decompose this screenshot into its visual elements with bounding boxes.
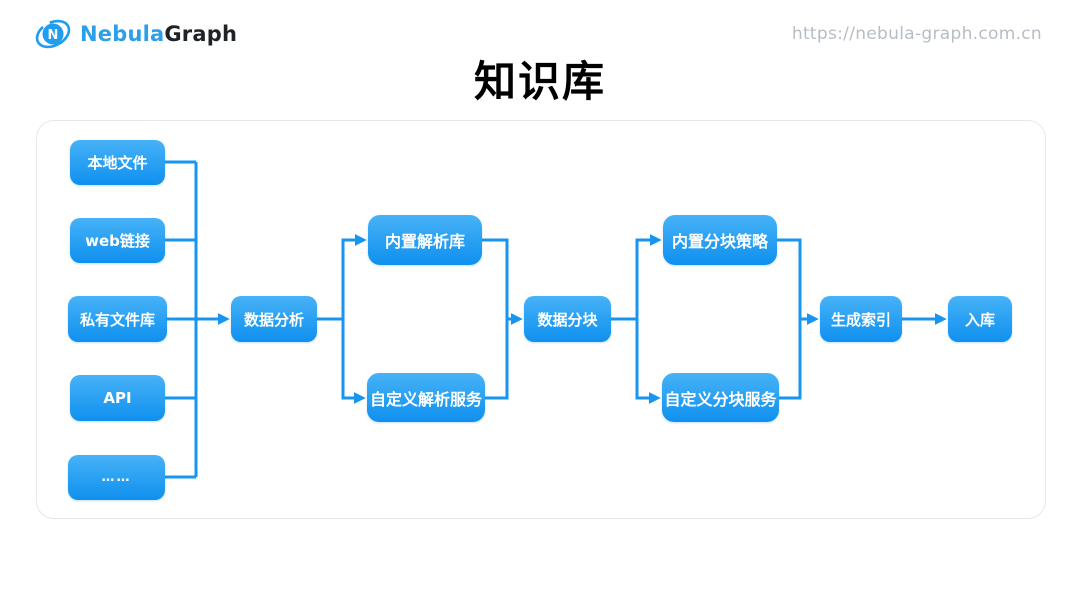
brand-nebula: Nebula [80, 22, 165, 46]
node-more-sources: …… [68, 455, 165, 500]
node-data-chunking: 数据分块 [524, 296, 611, 342]
brand-graph: Graph [164, 22, 238, 46]
node-builtin-chunk-strategy: 内置分块策略 [663, 215, 777, 265]
brand-wordmark: NebulaGraph [80, 22, 237, 46]
node-into-storage: 入库 [948, 296, 1012, 342]
node-custom-parser-service: 自定义解析服务 [367, 373, 485, 422]
nebula-orbit-icon: N [35, 19, 71, 49]
page-title: 知识库 [473, 57, 606, 106]
svg-text:N: N [48, 28, 59, 43]
site-url: https://nebula-graph.com.cn [791, 24, 1042, 44]
node-web-links: web链接 [70, 218, 165, 263]
node-local-files: 本地文件 [70, 140, 165, 185]
node-custom-chunk-service: 自定义分块服务 [662, 373, 779, 422]
node-builtin-parser: 内置解析库 [368, 215, 482, 265]
node-generate-index: 生成索引 [820, 296, 902, 342]
node-api: API [70, 375, 165, 421]
nebulagraph-logo: N NebulaGraph [34, 15, 237, 53]
node-private-library: 私有文件库 [68, 296, 167, 342]
node-data-analysis: 数据分析 [231, 296, 317, 342]
